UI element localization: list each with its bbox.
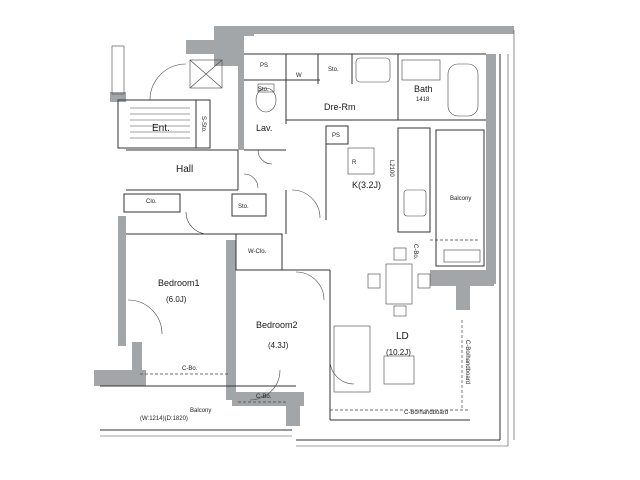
label-balcony-side: Balcony xyxy=(450,196,471,202)
label-dressing-room: Dre-Rm xyxy=(324,102,356,112)
walls xyxy=(94,26,514,426)
label-kitchen-length: L2100 xyxy=(388,160,394,177)
room-labels: Ent. Hall Lav. Dre-Rm Bath 1418 K(3.2J) … xyxy=(152,84,471,414)
label-bedroom2-size: (4.3J) xyxy=(268,341,289,350)
label-w: W xyxy=(296,73,302,79)
label-sto-dressing: Sto. xyxy=(328,67,339,73)
label-board-ld-side: C-Bo/handboard xyxy=(464,340,470,384)
label-bath-size: 1418 xyxy=(416,97,430,103)
storage-labels: PS PS W Sto. Sto. Sto. S-Sto. Clo. W-Clo… xyxy=(146,63,470,416)
interior-walls xyxy=(100,30,515,447)
label-closet-bedroom2: C-Bo. xyxy=(256,394,272,400)
label-sto-entrance: S-Sto. xyxy=(200,116,206,133)
label-hall: Hall xyxy=(176,164,193,175)
fixture-labels: R L2100 xyxy=(352,160,394,177)
label-bedroom1: Bedroom1 xyxy=(158,278,200,288)
label-ps-kitchen: PS xyxy=(332,133,340,139)
label-walkin-closet: W-Clo. xyxy=(248,249,267,255)
label-kitchen: K(3.2J) xyxy=(352,180,381,190)
label-board-ld: C-Bo/handboard xyxy=(404,410,448,416)
label-ld-size: (10.2J) xyxy=(386,348,411,357)
label-lavatory: Lav. xyxy=(256,123,272,133)
label-sto-lav: Sto. xyxy=(258,87,269,93)
balcony-dimensions-note: (W:1214)(D:1820) xyxy=(140,416,188,422)
label-bath: Bath xyxy=(414,84,433,94)
label-ps-top: PS xyxy=(260,63,268,69)
label-entrance: Ent. xyxy=(152,123,170,134)
label-refrigerator: R xyxy=(352,160,357,166)
label-bedroom1-size: (6.0J) xyxy=(166,295,187,304)
label-closet-ld: C-Bo. xyxy=(412,244,418,260)
label-closet-bedroom1-bottom: C-Bo. xyxy=(182,366,198,372)
label-closet-bedroom1: Clo. xyxy=(146,199,157,205)
label-sto-hall: Sto. xyxy=(238,204,249,210)
label-bedroom2: Bedroom2 xyxy=(256,320,298,330)
label-ld: LD xyxy=(396,331,409,342)
label-balcony-bottom: Balcony xyxy=(190,408,211,414)
